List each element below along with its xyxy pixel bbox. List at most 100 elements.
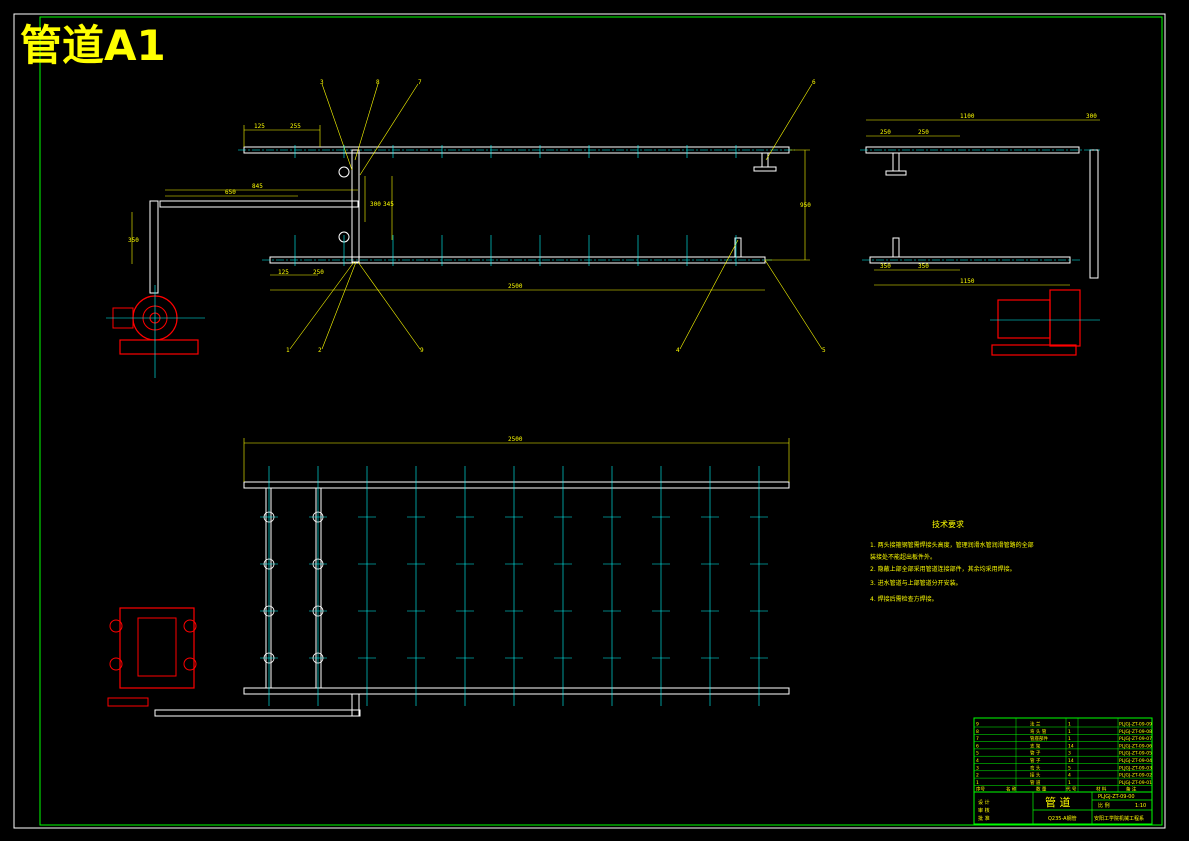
plan-branch-2 <box>315 487 322 689</box>
parts-cell: 4 <box>1068 773 1071 779</box>
side-dim-250-b: 250 <box>918 129 929 136</box>
inner-frame <box>39 16 1163 826</box>
parts-header-cell: 代 号 <box>1066 786 1077 793</box>
plan-grid <box>260 466 768 706</box>
parts-cell: PLJGJ-ZT-09-04 <box>1119 758 1152 764</box>
tb-sign-design: 设 计 <box>978 799 990 806</box>
balloon-5: 5 <box>822 347 826 354</box>
plan-feed-pipe <box>154 709 361 717</box>
parts-cell: 支 架 <box>1030 742 1041 749</box>
side-support-base <box>885 170 907 176</box>
feed-pipe <box>159 200 359 208</box>
parts-cell: 8 <box>976 729 979 735</box>
side-dim-350-b: 350 <box>918 263 929 270</box>
spray-nozzle <box>263 652 275 664</box>
balloon-9: 9 <box>420 347 424 354</box>
parts-header-cell: 序号 <box>976 786 985 793</box>
pump-plan <box>107 607 197 707</box>
parts-cell: 1 <box>1068 722 1071 728</box>
parts-cell: 1 <box>1068 729 1071 735</box>
spray-nozzle <box>263 511 275 523</box>
pump-discharge-pipe <box>149 200 159 294</box>
dim-255-top: 255 <box>290 123 301 130</box>
balloon-8: 8 <box>376 79 380 86</box>
parts-cell: PLJGJ-ZT-09-08 <box>1119 729 1152 735</box>
front-leader-lines <box>289 83 823 350</box>
parts-cell: 管 子 <box>1030 757 1041 764</box>
dim-2500-front: 2500 <box>508 283 523 290</box>
tb-material: Q235-A钢管 <box>1048 815 1077 822</box>
parts-cell: PLJGJ-ZT-09-06 <box>1119 743 1152 749</box>
parts-cell: 3 <box>976 765 979 771</box>
plan-bottom-pipe <box>243 687 790 695</box>
parts-cell: 3 <box>1068 751 1071 757</box>
parts-cell: PLJGJ-ZT-09-09 <box>1119 722 1152 728</box>
balloon-4: 4 <box>676 347 680 354</box>
plan-top-pipe <box>243 481 790 489</box>
parts-cell: PLJGJ-ZT-09-03 <box>1119 765 1152 771</box>
parts-cell: 管 子 <box>1030 750 1041 757</box>
parts-header-cell: 数 量 <box>1036 786 1047 793</box>
side-nozzle <box>892 237 900 258</box>
parts-cell: 接 头 <box>1030 772 1041 779</box>
front-view: 125 255 845 650 350 300 345 950 125 250 … <box>106 79 826 378</box>
plan-dim-2500: 2500 <box>508 436 523 443</box>
pump-front <box>106 285 205 378</box>
parts-cell: 5 <box>976 751 979 757</box>
outer-border <box>13 13 1166 829</box>
side-view: 1100 250 250 300 350 350 1150 <box>860 113 1100 356</box>
parts-cell: 管座部件 <box>1030 735 1048 742</box>
balloon-3: 3 <box>320 79 324 86</box>
tb-sign-approve: 批 准 <box>978 815 990 822</box>
parts-cell: PLJGJ-ZT-09-01 <box>1119 780 1152 786</box>
spray-nozzle <box>312 652 324 664</box>
side-support <box>892 152 900 172</box>
parts-cell: 1 <box>1068 736 1071 742</box>
side-dimension-lines <box>866 119 1100 286</box>
balloon-2: 2 <box>318 347 322 354</box>
spray-nozzle <box>312 558 324 570</box>
front-dimension-lines <box>131 125 810 291</box>
dim-650: 650 <box>225 189 236 196</box>
vertical-riser <box>351 149 360 263</box>
tech-req-line-3: 2. 隐蔽上部全部采用管道连接部件，其余均采用焊接。 <box>870 565 1016 573</box>
parts-cell: 2 <box>976 773 979 779</box>
parts-cell: 9 <box>976 722 979 728</box>
spray-nozzle <box>263 558 275 570</box>
parts-cell: 7 <box>976 736 979 742</box>
spray-nozzle <box>263 605 275 617</box>
dim-845: 845 <box>252 183 263 190</box>
plan-feed-riser <box>351 693 360 717</box>
tb-scale: 1:10 <box>1135 803 1146 809</box>
dim-300-v: 300 <box>370 201 381 208</box>
tech-req-heading: 技术要求 <box>932 519 964 529</box>
parts-cell: 14 <box>1068 743 1074 749</box>
parts-cell: 管 道 <box>1030 779 1041 786</box>
side-dim-250-a: 250 <box>880 129 891 136</box>
dim-350-v: 350 <box>128 237 139 244</box>
pipe-support-front <box>761 152 769 168</box>
tech-req-line-1: 1. 两头接箍钢管需焊接头高度，管理润滑水管润滑管路的全部 <box>870 541 1034 549</box>
support-base-front <box>753 166 777 172</box>
inlet-nozzle <box>734 237 742 258</box>
tech-req-line-4: 3. 进水管道与上部管道分开安装。 <box>870 579 962 587</box>
parts-cell: PLJGJ-ZT-09-07 <box>1119 736 1152 742</box>
dim-345-v: 345 <box>383 201 394 208</box>
parts-cell: 弯 头 <box>1030 764 1041 771</box>
side-dim-350-a: 350 <box>880 263 891 270</box>
valve-upper <box>338 166 350 178</box>
dim-950-v: 950 <box>800 202 811 209</box>
tb-sign-review: 审 核 <box>978 807 990 814</box>
pump-side <box>990 289 1100 356</box>
side-dim-300: 300 <box>1086 113 1097 120</box>
dim-125-bottom: 125 <box>278 269 289 276</box>
parts-cell: 1 <box>1068 780 1071 786</box>
tb-drawing-number: PLJGJ-ZT-09-00 <box>1098 794 1135 800</box>
parts-cell: PLJGJ-ZT-09-02 <box>1119 773 1152 779</box>
tech-req-line-5: 4. 焊接后需检查方焊接。 <box>870 595 938 603</box>
balloon-1: 1 <box>286 347 290 354</box>
